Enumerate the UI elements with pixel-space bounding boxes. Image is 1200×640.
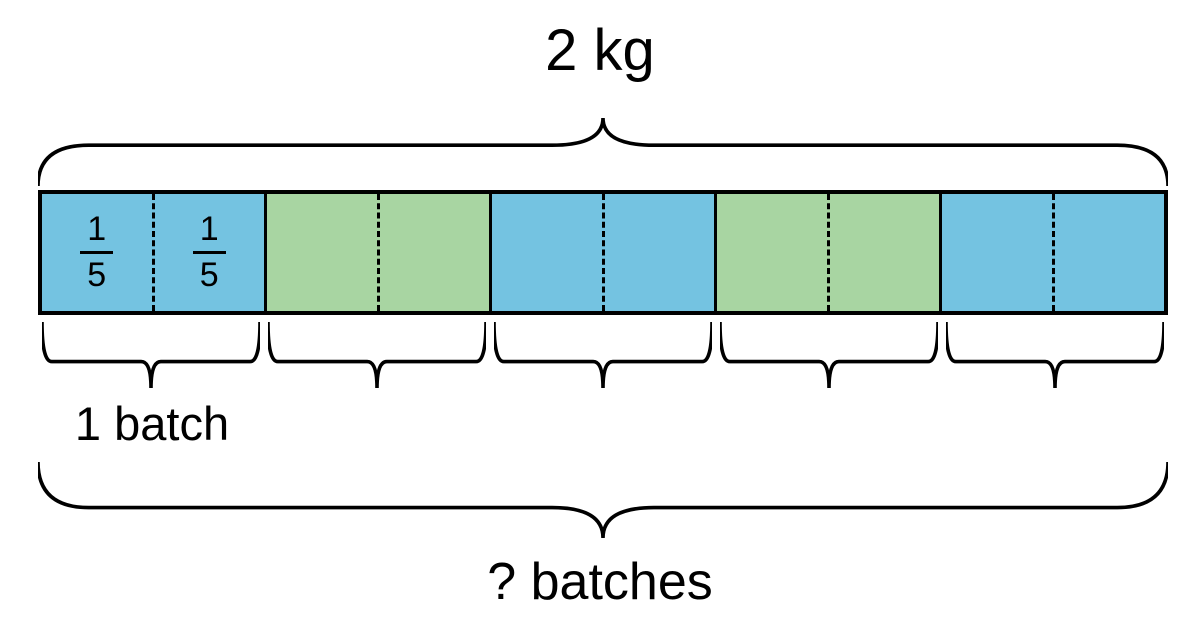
- one-batch-label: 1 batch: [74, 397, 230, 450]
- bar-cell-6: [604, 194, 717, 311]
- bar-cell-5: [492, 194, 605, 311]
- unknown-batches-label: ? batches: [487, 553, 713, 611]
- pair-brace-5: [946, 322, 1164, 388]
- bar-cell-4: [379, 194, 492, 311]
- pair-brace-4: [720, 322, 938, 388]
- bar-cell-10: [1054, 194, 1164, 311]
- pair-brace-3: [494, 322, 712, 388]
- bar-cell-3: [267, 194, 380, 311]
- bar-cell-8: [829, 194, 942, 311]
- pair-brace-2: [268, 322, 486, 388]
- total-weight-label: 2 kg: [545, 18, 655, 83]
- bar-cell-7: [717, 194, 830, 311]
- top-brace: [38, 118, 1168, 186]
- bottom-brace: [38, 462, 1168, 538]
- pair-brace-1: [42, 322, 260, 388]
- bar-cell-9: [942, 194, 1055, 311]
